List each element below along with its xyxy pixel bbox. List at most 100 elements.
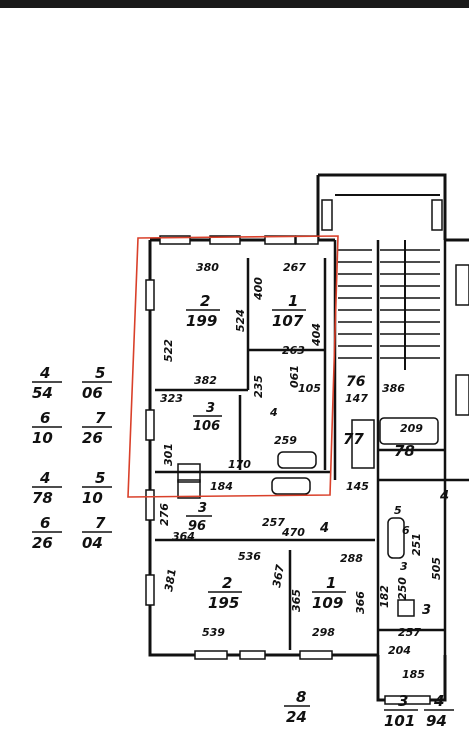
window [209,235,241,245]
legend-item: 7 04 [82,514,112,552]
dim: 251 [410,533,423,556]
bathtub [387,517,405,559]
dim: 367 [270,563,287,588]
dim: 364 [172,530,195,543]
windows [145,199,443,705]
bathtub [271,477,311,495]
svg-text:04: 04 [82,534,103,552]
svg-text:6: 6 [40,514,50,532]
inner-walls [155,240,469,655]
dim: 061 [288,365,301,388]
room-labels: 2 199 1 107 3 106 3 96 2 195 1 109 [186,292,454,730]
svg-text:24: 24 [286,708,307,726]
svg-text:107: 107 [272,312,304,330]
top-border [0,0,469,8]
legend-item: 7 26 [82,409,112,447]
legend-item: 4 54 [32,364,62,402]
fixtures [177,264,469,617]
svg-text:1: 1 [288,292,298,310]
svg-text:7: 7 [95,514,106,532]
svg-text:106: 106 [193,419,220,434]
legend-item: 4 78 [32,469,62,507]
dim: 204 [388,644,411,657]
legend-item: 6 26 [32,514,62,552]
svg-text:2: 2 [200,292,210,310]
dim: 323 [160,392,183,405]
dim: 288 [340,552,363,565]
dim: 400 [252,277,265,301]
dim: 539 [202,626,225,639]
svg-text:94: 94 [426,712,447,730]
dim: 3 [422,603,431,618]
svg-text:101: 101 [384,712,415,730]
dim: 470 [281,526,305,539]
dim: 185 [402,668,425,681]
dim: 235 [252,375,265,398]
svg-text:78: 78 [32,489,53,507]
room-label: 1 107 [272,292,306,330]
fixture-right [455,264,469,306]
dim: 382 [194,374,217,387]
dim: 257 [398,626,421,639]
dim: 536 [238,550,261,563]
legend-item: 5 10 [82,469,112,507]
dim: 145 [346,480,369,493]
dim: 505 [430,557,443,580]
svg-text:3: 3 [398,692,408,710]
svg-text:26: 26 [82,429,103,447]
bathtub [277,451,317,469]
window [145,489,155,521]
svg-text:10: 10 [32,429,53,447]
dim: 276 [158,503,171,526]
window [159,235,191,245]
dim: 170 [228,458,251,471]
dim: 5 [394,504,402,517]
dim: 184 [210,480,233,493]
dim: 301 [162,443,175,466]
legend: 4 54 5 06 6 10 7 26 4 78 5 10 [32,364,112,552]
room-label: 3 96 [186,501,212,534]
dim: 381 [162,568,179,593]
room-label: 2 195 [208,574,242,612]
svg-text:2: 2 [222,574,232,592]
svg-text:10: 10 [82,489,103,507]
svg-text:4: 4 [433,692,444,710]
svg-text:4: 4 [39,469,50,487]
fixture-right [455,374,469,416]
svg-text:199: 199 [186,312,217,330]
dim: 524 [234,309,247,332]
dim: 259 [274,434,297,447]
dim: 78 [394,442,415,460]
svg-text:195: 195 [208,594,239,612]
window [194,650,228,660]
legend-item: 6 10 [32,409,62,447]
room-label: 1 109 [312,574,346,612]
room-label: 3 106 [193,401,222,434]
dim: 209 [400,422,423,435]
dim: 366 [354,591,367,614]
stove [397,599,415,617]
dim: 3 [400,560,408,573]
svg-text:1: 1 [326,574,336,592]
dim: 4 [319,521,329,536]
svg-text:3: 3 [206,401,215,416]
fixture-78 [379,417,439,445]
dim: 77 [343,430,364,448]
svg-text:26: 26 [32,534,53,552]
dim: 147 [345,392,368,405]
window [295,235,319,245]
room-label: 3 101 [384,692,418,730]
svg-text:6: 6 [40,409,50,427]
dim: 263 [282,344,305,357]
stove [177,463,201,483]
svg-text:54: 54 [32,384,53,402]
dim: 182 [378,585,391,608]
dim: 105 [298,382,321,395]
svg-text:5: 5 [95,364,105,382]
dim: 386 [382,382,405,395]
dim: 380 [196,261,219,274]
window [299,650,333,660]
walls [148,173,469,702]
svg-text:4: 4 [39,364,50,382]
